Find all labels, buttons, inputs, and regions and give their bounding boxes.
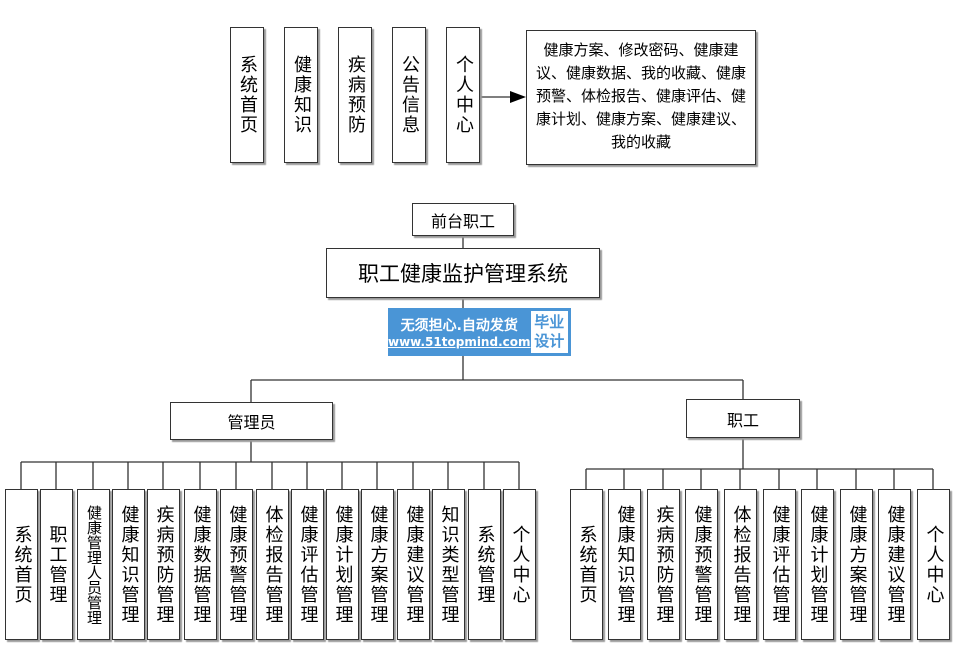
admin-module-box: 健康知识管理 (112, 489, 145, 640)
front-module-box-label: 系统首页 (237, 55, 258, 135)
worker-module-box-label: 疾病预防管理 (653, 504, 675, 625)
system-title-box: 职工健康监护管理系统 (326, 248, 600, 298)
admin-module-box: 健康管理人员管理 (77, 489, 110, 640)
worker-module-box: 健康预警管理 (685, 489, 718, 640)
arrow-head-icon (510, 91, 526, 103)
front-module-box: 系统首页 (230, 27, 264, 163)
admin-module-box: 体检报告管理 (256, 489, 289, 640)
admin-module-box-label: 体检报告管理 (262, 504, 284, 625)
worker-module-box-label: 健康评估管理 (769, 504, 791, 625)
admin-module-box-label: 知识类型管理 (438, 504, 460, 625)
admin-module-box: 健康数据管理 (184, 489, 217, 640)
watermark-badge: 毕业设计 (530, 311, 568, 353)
front-module-box: 公告信息 (392, 27, 426, 163)
admin-module-box: 知识类型管理 (432, 489, 465, 640)
worker-module-box-label: 健康计划管理 (807, 504, 829, 625)
worker-role-box: 职工 (686, 399, 800, 438)
front-module-box-label: 疾病预防 (345, 55, 366, 135)
admin-module-box-label: 疾病预防管理 (153, 504, 175, 625)
admin-module-box: 健康评估管理 (291, 489, 324, 640)
admin-module-box-label: 健康计划管理 (332, 504, 354, 625)
admin-module-box: 系统管理 (468, 489, 501, 640)
admin-module-box-label: 健康预警管理 (226, 504, 248, 625)
admin-role-box: 管理员 (170, 402, 333, 440)
worker-module-box: 系统首页 (570, 489, 603, 640)
front-module-box-label: 公告信息 (399, 55, 420, 135)
admin-module-box: 疾病预防管理 (147, 489, 180, 640)
worker-module-box: 体检报告管理 (724, 489, 757, 640)
worker-module-box: 疾病预防管理 (647, 489, 680, 640)
admin-module-box-label: 职工管理 (46, 524, 68, 605)
front-role-box: 前台职工 (412, 203, 514, 236)
worker-module-box: 健康建议管理 (878, 489, 911, 640)
admin-module-box-label: 健康知识管理 (118, 504, 140, 625)
worker-label: 职工 (726, 410, 759, 430)
front-role-label: 前台职工 (430, 211, 495, 231)
front-module-box: 疾病预防 (338, 27, 372, 163)
personal-center-detail: 健康方案、修改密码、健康建议、健康数据、我的收藏、健康预警、体检报告、健康评估、… (526, 30, 756, 165)
front-module-box: 健康知识 (284, 27, 318, 163)
front-module-box-label: 个人中心 (453, 55, 474, 135)
worker-module-box-label: 体检报告管理 (730, 504, 752, 625)
system-title: 职工健康监护管理系统 (358, 262, 568, 286)
worker-module-box-label: 健康知识管理 (614, 504, 636, 625)
worker-module-box-label: 健康建议管理 (884, 504, 906, 625)
admin-module-box-label: 系统首页 (11, 524, 33, 605)
worker-module-box: 健康知识管理 (608, 489, 641, 640)
worker-module-box-label: 系统首页 (576, 524, 598, 605)
admin-module-box: 系统首页 (5, 489, 38, 640)
admin-label: 管理员 (227, 413, 276, 432)
admin-module-box-label: 系统管理 (474, 524, 496, 605)
admin-module-box: 健康方案管理 (361, 489, 394, 640)
admin-module-box-label: 健康管理人员管理 (85, 504, 103, 625)
worker-module-box: 个人中心 (917, 489, 950, 640)
watermark-line2: www.51topmind.com (388, 335, 531, 349)
worker-module-box-label: 健康方案管理 (846, 504, 868, 625)
front-module-box-label: 健康知识 (291, 55, 312, 135)
admin-module-box: 个人中心 (503, 489, 536, 640)
admin-module-box-label: 个人中心 (509, 524, 531, 605)
watermark-line1: 无须担心.自动发货 (400, 318, 518, 334)
admin-module-box-label: 健康建议管理 (403, 504, 425, 625)
admin-module-box-label: 健康方案管理 (367, 504, 389, 625)
worker-module-box: 健康评估管理 (763, 489, 796, 640)
admin-module-box: 健康建议管理 (397, 489, 430, 640)
admin-module-box: 职工管理 (40, 489, 73, 640)
admin-module-box: 健康预警管理 (220, 489, 253, 640)
admin-module-box-label: 健康数据管理 (190, 504, 212, 625)
admin-module-box-label: 健康评估管理 (297, 504, 319, 625)
front-module-box: 个人中心 (446, 27, 480, 163)
worker-module-box-label: 健康预警管理 (691, 504, 713, 625)
worker-module-box: 健康方案管理 (840, 489, 873, 640)
admin-module-box: 健康计划管理 (326, 489, 359, 640)
worker-module-box: 健康计划管理 (801, 489, 834, 640)
worker-module-box-label: 个人中心 (923, 524, 945, 605)
